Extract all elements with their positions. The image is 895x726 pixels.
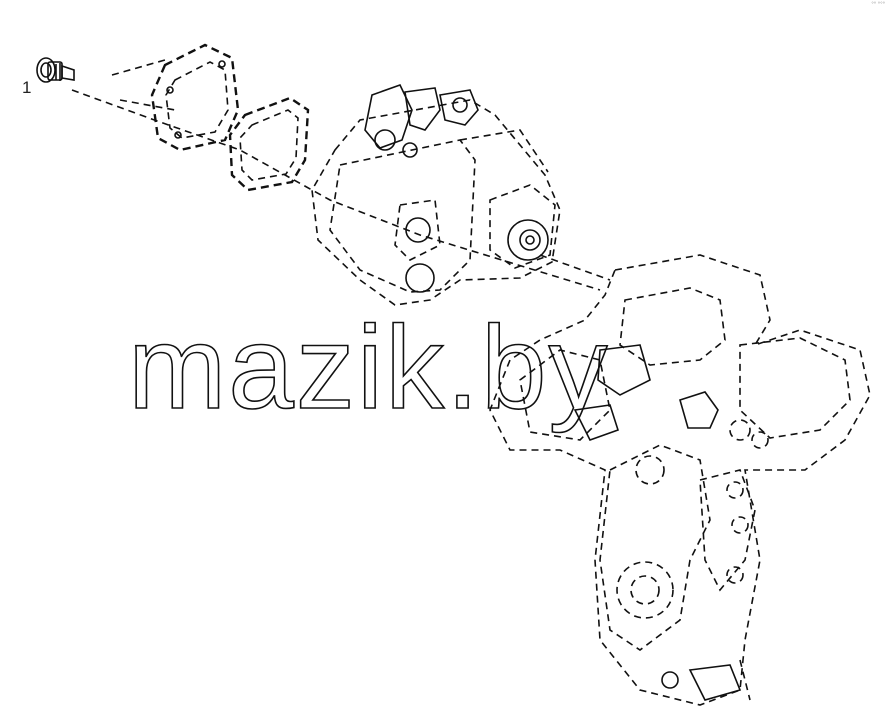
gasket (228, 96, 310, 192)
cover-plate (150, 43, 240, 152)
corner-mark: °° °°° (871, 2, 885, 8)
watermark-text: mazik.by (128, 302, 610, 434)
callout-label-1: 1 (22, 78, 32, 97)
engine-housing (489, 254, 871, 706)
plug-part (36, 57, 75, 83)
assembly-axis-lines (71, 59, 611, 291)
pump-body (311, 84, 561, 306)
